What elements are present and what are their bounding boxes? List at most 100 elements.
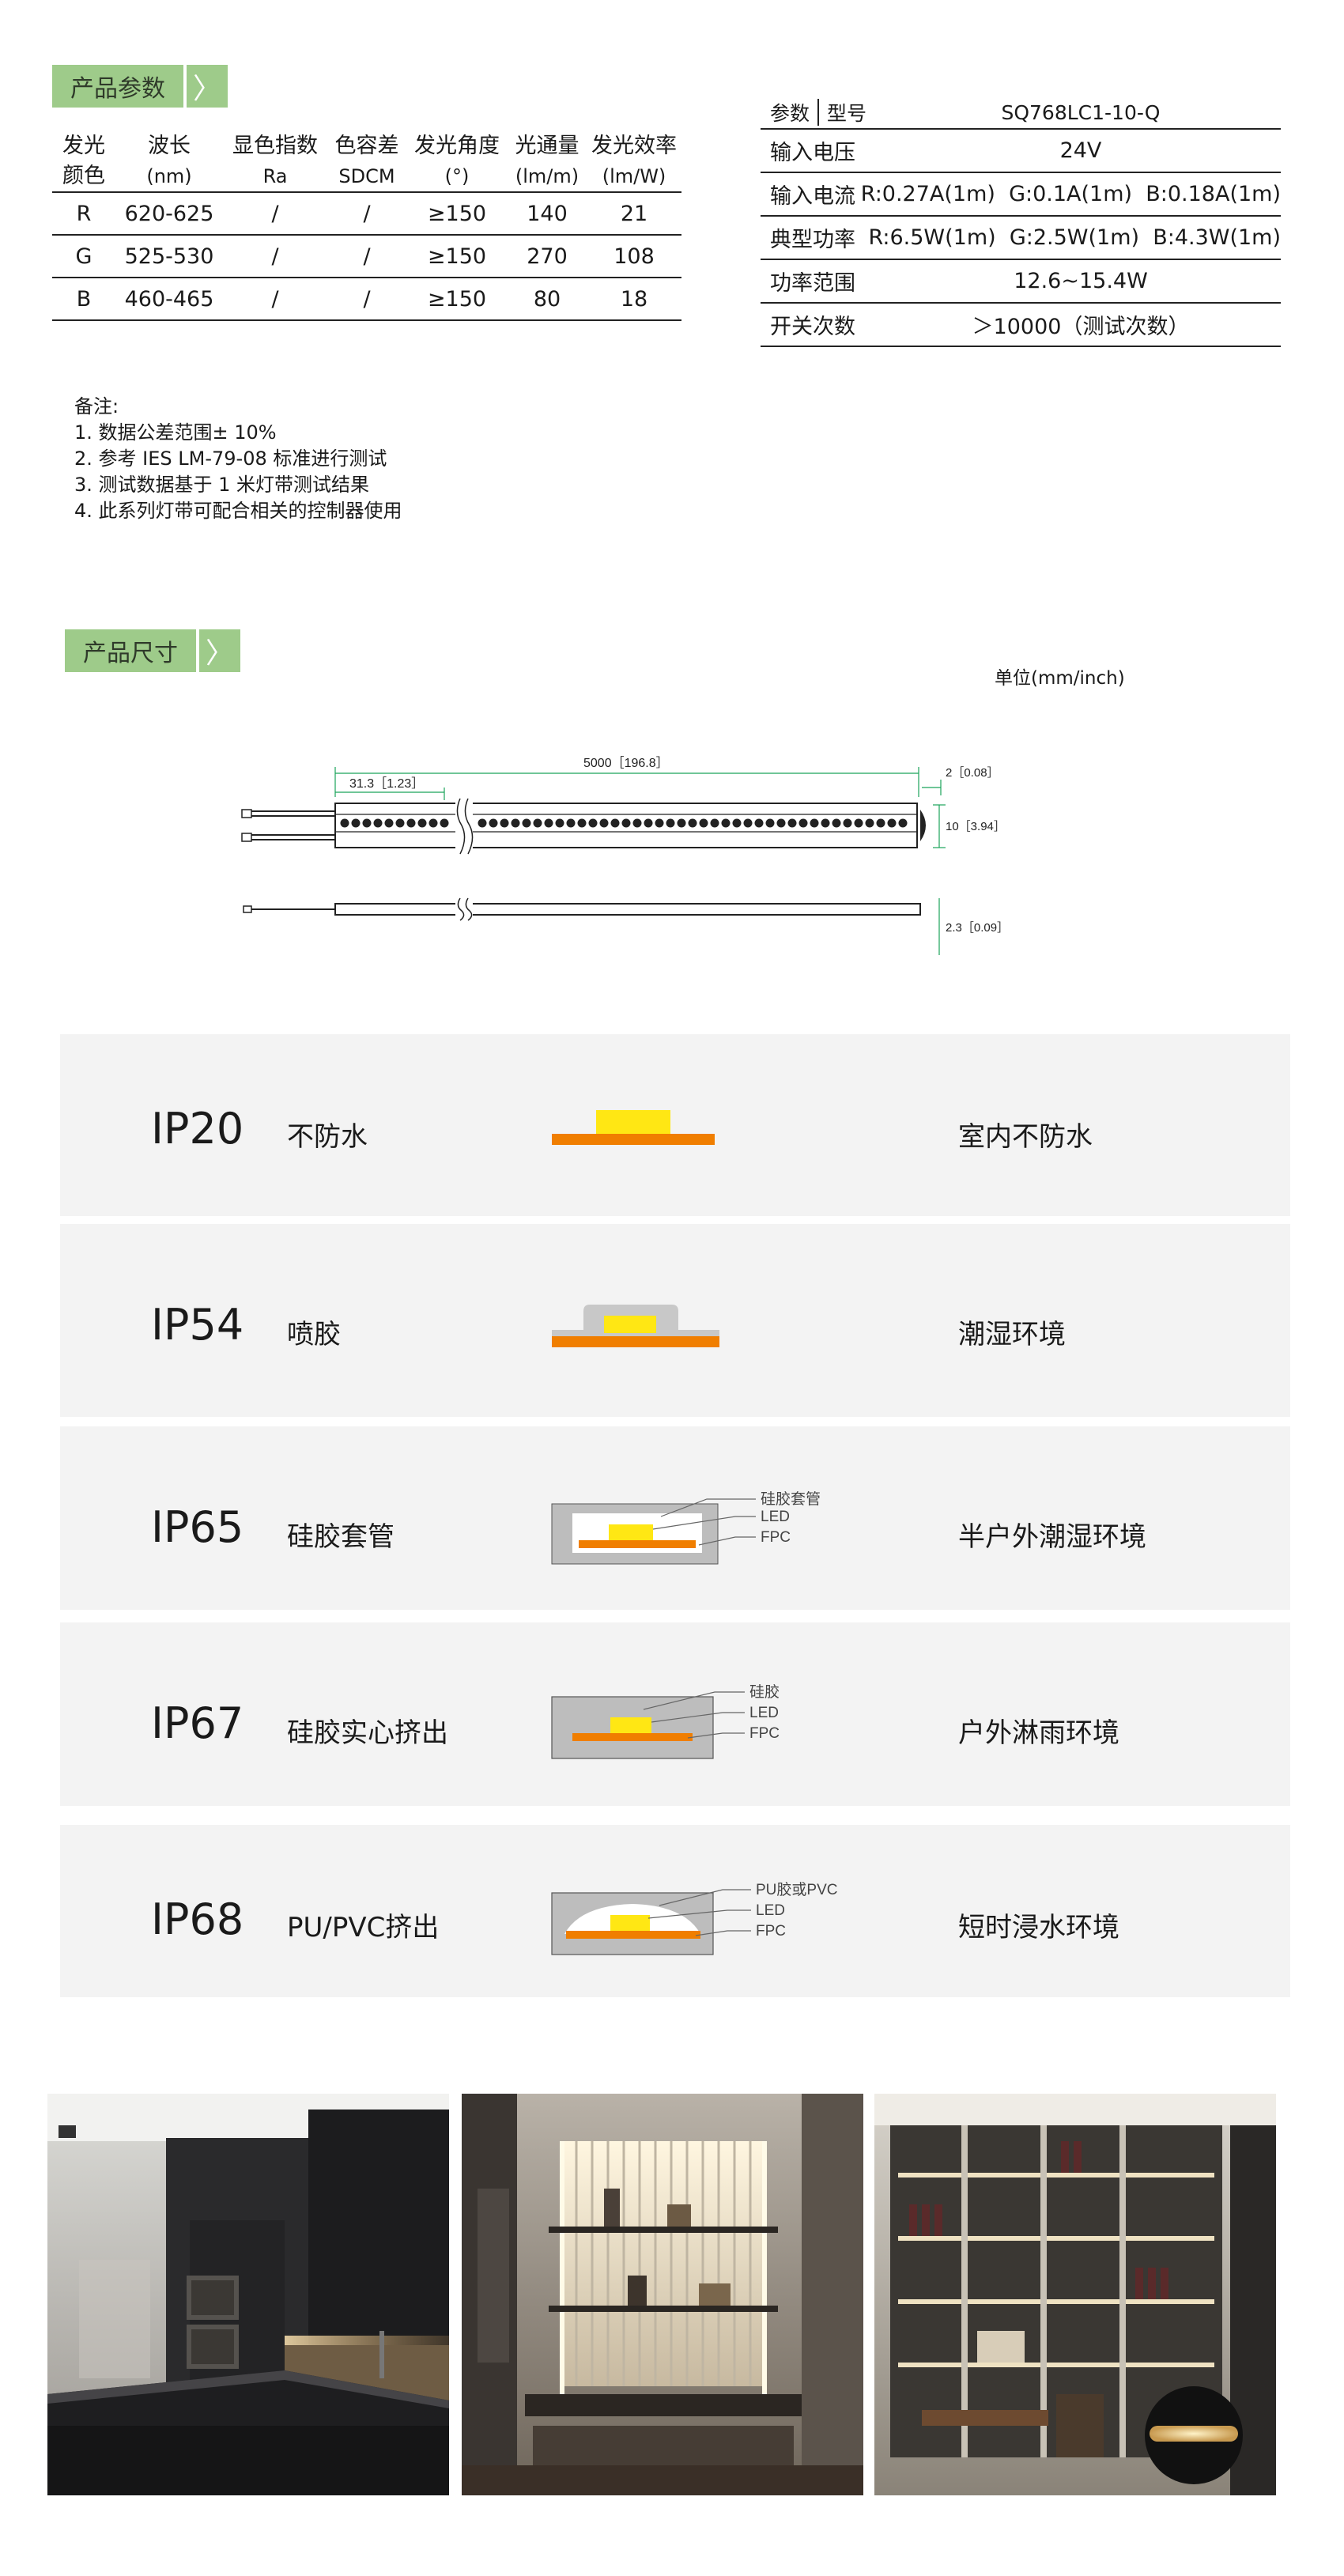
ip-name: 硅胶套管: [287, 1521, 395, 1553]
ip-code: IP68: [151, 1894, 244, 1944]
cell: 21: [587, 192, 681, 236]
spec-key: 功率范围: [770, 271, 855, 296]
cell: /: [327, 235, 406, 278]
ip-environment: 户外淋雨环境: [958, 1717, 1119, 1749]
note-item: 2. 参考 IES LM-79-08 标准进行测试: [74, 448, 387, 470]
cell: /: [223, 192, 327, 236]
dim-thickness-top-label: 2［0.08］: [946, 766, 999, 780]
strip-top-view: [241, 798, 926, 855]
cell: 620-625: [115, 192, 223, 236]
cell: 525-530: [115, 235, 223, 278]
ip-panel-ip68: IP68 PU/PVC挤出 PU胶或PVC LED FPC 短时浸水环境: [60, 1825, 1290, 1997]
ip-code: IP65: [151, 1502, 244, 1552]
divider: [817, 99, 820, 126]
label-fpc: FPC: [761, 1529, 791, 1546]
spec-key: 典型功率: [770, 228, 855, 252]
spec-row-switch-count: 开关次数 ＞10000（测试次数）: [761, 304, 1281, 347]
note-item: 3. 测试数据基于 1 米灯带测试结果: [74, 474, 370, 496]
chevron-right-icon: 〉: [187, 65, 228, 108]
note-item: 1. 数据公差范围± 10%: [74, 421, 277, 444]
cell: 460-465: [115, 278, 223, 321]
led-dot-row-right: [478, 818, 908, 828]
spec-value: 12.6~15.4W: [1014, 269, 1148, 293]
cell: /: [223, 278, 327, 321]
cell: 270: [508, 235, 587, 278]
cell: ≥150: [406, 192, 508, 236]
dim-length-label: 5000［196.8］: [583, 756, 669, 770]
label-fpc: FPC: [749, 1725, 780, 1742]
param-col-flux: 光通量(lm/m): [515, 134, 580, 187]
ip65-cross-section: 硅胶套管 LED FPC: [551, 1490, 821, 1565]
cell: ≥150: [406, 235, 508, 278]
cell: 108: [587, 235, 681, 278]
section-header-params: 产品参数 〉: [52, 65, 228, 108]
section-title-params: 产品参数: [52, 65, 183, 108]
spec-head-model-label: 型号: [827, 102, 867, 125]
ip-name: PU/PVC挤出: [287, 1912, 440, 1943]
unit-label: 单位(mm/inch): [995, 668, 1125, 689]
spec-key: 输入电压: [770, 141, 855, 165]
label-pu-pvc: PU胶或PVC: [756, 1881, 837, 1898]
spec-value: R:6.5W(1m) G:2.5W(1m) B:4.3W(1m): [868, 225, 1281, 250]
ip-code: IP67: [151, 1698, 244, 1748]
spec-row-power-range: 功率范围 12.6~15.4W: [761, 260, 1281, 304]
shelf-slats: [575, 2141, 752, 2386]
notes-title: 备注:: [74, 395, 119, 417]
label-silicone-sleeve: 硅胶套管: [761, 1490, 821, 1508]
cell: /: [223, 235, 327, 278]
spec-head-keys: 参数型号: [761, 98, 881, 127]
note-item: 4. 此系列灯带可配合相关的控制器使用: [74, 500, 402, 522]
label-led: LED: [749, 1705, 779, 1721]
table-row: G 525-530 / / ≥150 270 108: [52, 235, 681, 278]
section-title-size: 产品尺寸: [65, 629, 196, 672]
spec-row-current: 输入电流 R:0.27A(1m) G:0.1A(1m) B:0.18A(1m): [761, 173, 1281, 217]
cell: 140: [508, 192, 587, 236]
label-silicone: 硅胶: [749, 1683, 780, 1701]
cell: 18: [587, 278, 681, 321]
label-fpc: FPC: [756, 1923, 786, 1940]
spec-table: 参数型号 SQ768LC1-10-Q 输入电压 24V 输入电流 R:0.27A…: [761, 96, 1281, 347]
spec-model-value: SQ768LC1-10-Q: [1001, 100, 1161, 124]
ip-panel-ip67: IP67 硅胶实心挤出 硅胶 LED FPC 户外淋雨环境: [60, 1622, 1290, 1806]
ip-environment: 半户外潮湿环境: [958, 1521, 1146, 1553]
kitchen-photo: [47, 2094, 449, 2495]
spec-table-header: 参数型号 SQ768LC1-10-Q: [761, 96, 1281, 130]
led-dot-row-left: [340, 818, 449, 828]
spec-row-voltage: 输入电压 24V: [761, 130, 1281, 173]
dimension-drawing: 5000［196.8］ 31.3［1.23］ 2［0.08］ 10［3.94］ …: [241, 756, 1009, 955]
cell: R: [52, 192, 115, 236]
ip-name: 不防水: [287, 1121, 368, 1153]
spec-value: 24V: [1059, 138, 1102, 163]
cell: /: [327, 192, 406, 236]
ip-environment: 室内不防水: [958, 1121, 1093, 1153]
cell: 80: [508, 278, 587, 321]
cell: G: [52, 235, 115, 278]
ip-code: IP54: [151, 1300, 244, 1350]
spec-key: 开关次数: [770, 315, 855, 339]
cell: /: [327, 278, 406, 321]
spec-head-param: 参数: [770, 102, 810, 125]
display-shelf-photo: [462, 2094, 863, 2495]
ip-panel-ip20: IP20 不防水 室内不防水: [60, 1034, 1290, 1216]
dim-thickness-side-label: 2.3［0.09］: [946, 921, 1009, 935]
cell: B: [52, 278, 115, 321]
param-col-wavelength: 波长(nm): [146, 134, 192, 187]
ip67-cross-section: 硅胶 LED FPC: [551, 1683, 780, 1759]
param-col-color: 发光颜色: [62, 134, 105, 188]
ip-code: IP20: [151, 1104, 244, 1154]
table-row: R 620-625 / / ≥150 140 21: [52, 192, 681, 236]
section-header-size: 产品尺寸 〉: [65, 629, 240, 672]
label-led: LED: [761, 1509, 790, 1525]
dim-width-label: 10［3.94］: [946, 820, 1006, 833]
ip-name: 硅胶实心挤出: [287, 1717, 448, 1749]
cell: ≥150: [406, 278, 508, 321]
ip-environment: 短时浸水环境: [958, 1912, 1119, 1943]
ip54-cross-section: [552, 1305, 719, 1347]
spec-row-power: 典型功率 R:6.5W(1m) G:2.5W(1m) B:4.3W(1m): [761, 217, 1281, 260]
ip-name: 喷胶: [287, 1319, 341, 1350]
shelf-light-lines: [898, 2173, 1214, 2367]
spec-key: 输入电流: [770, 184, 855, 209]
